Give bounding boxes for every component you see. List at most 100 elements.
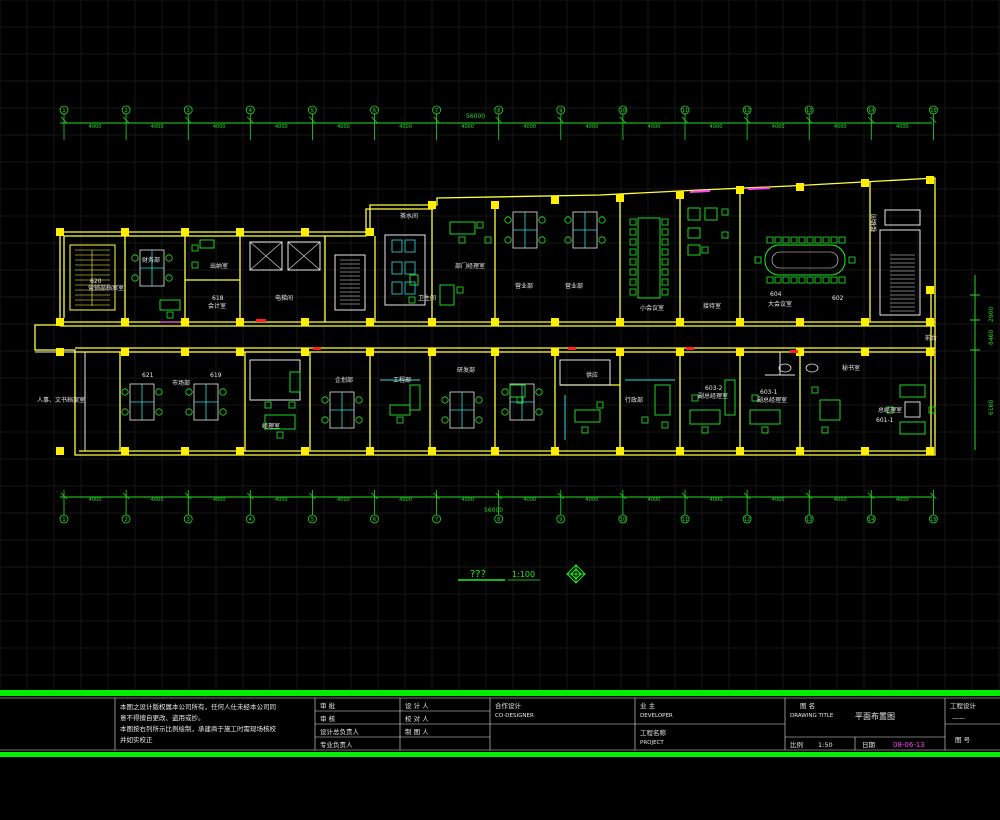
chair <box>822 236 830 244</box>
chair <box>761 426 769 434</box>
chair <box>264 401 272 409</box>
column <box>428 348 436 356</box>
dim-segment: 4000 <box>337 497 350 503</box>
dim-tick <box>247 116 254 124</box>
background-grid <box>0 0 1000 690</box>
dim-segment: 4000 <box>896 497 909 503</box>
axis-label: 13 <box>806 108 812 114</box>
chair <box>838 276 846 284</box>
chair <box>661 268 669 276</box>
column <box>56 348 64 356</box>
column <box>926 348 934 356</box>
chair <box>396 416 404 424</box>
chair <box>701 246 709 254</box>
column <box>796 348 804 356</box>
column <box>616 348 624 356</box>
label-restroom: 卫生间 <box>418 294 436 302</box>
workstation-cluster <box>501 383 543 421</box>
column <box>56 228 64 236</box>
axis-bubble <box>556 514 566 524</box>
structural-columns <box>56 176 934 455</box>
bottom-dim-total: 56000 <box>484 507 503 514</box>
label-604-name: 大会议室 <box>768 300 792 308</box>
note-line-3: 本图按右列所示比例绘制，承建商于施工时需现场核校 <box>120 724 277 733</box>
chair <box>806 236 814 244</box>
note-line-1: 本图之设计版权属本公司所有，任何人仕未经本公司同 <box>120 702 276 711</box>
chair <box>691 394 699 402</box>
axis-bubble <box>742 105 752 115</box>
accent-marks <box>160 187 798 353</box>
dim-segment: 4000 <box>461 497 474 503</box>
column <box>796 447 804 455</box>
dim-tick <box>681 492 689 500</box>
column <box>551 348 559 356</box>
column <box>861 179 869 187</box>
desk <box>724 379 736 416</box>
column <box>181 318 189 326</box>
tb-project-en: PROJECT <box>640 740 664 746</box>
column <box>491 318 499 326</box>
axis-bubble <box>680 105 690 115</box>
label-office-b: 营业部 <box>565 282 583 290</box>
label-621: 621 <box>142 372 154 379</box>
desk <box>687 227 701 239</box>
tb-owner-en: DEVELOPER <box>640 713 673 719</box>
axis-label: 2 <box>125 108 128 114</box>
chair <box>641 416 649 424</box>
axis-label: 15 <box>930 108 936 114</box>
axis-bubble <box>556 105 566 115</box>
label-603-1: 603-1 <box>760 389 778 396</box>
dim-tick <box>743 116 751 124</box>
dim-tick <box>309 116 316 124</box>
scale-value: 1:100 <box>512 570 535 579</box>
column <box>616 194 624 202</box>
axis-bubble <box>618 105 628 115</box>
dim-tick <box>309 492 316 500</box>
chair <box>838 236 846 244</box>
chair <box>661 238 669 246</box>
chair <box>790 276 798 284</box>
sofa <box>899 384 926 398</box>
interior-partitions <box>35 234 795 451</box>
label-620-name: 营销部档案室 <box>88 284 124 292</box>
label-supply: 供应 <box>586 371 598 379</box>
column <box>428 318 436 326</box>
chair <box>701 426 709 434</box>
dim-segment: 4000 <box>89 497 102 503</box>
label-621-name: 市场部 <box>172 379 190 387</box>
dim-tick <box>371 492 378 500</box>
dim-segment: 4000 <box>648 497 661 503</box>
chair <box>458 236 466 244</box>
desk <box>409 274 419 286</box>
column <box>861 348 869 356</box>
column <box>236 228 244 236</box>
column <box>551 318 559 326</box>
chair <box>166 311 174 319</box>
room-labels: 营销部档案室 620 财务部 618 会计室 出纳室 电梯间 茶水间 卫生间 部… <box>37 212 937 430</box>
label-elevator: 电梯间 <box>275 294 293 302</box>
workstation-cluster <box>121 383 163 421</box>
label-618: 618 <box>212 295 224 302</box>
dim-tick <box>619 492 627 500</box>
desk <box>439 284 455 306</box>
dim-tick <box>868 116 875 124</box>
axis-bubble <box>680 514 690 524</box>
desk <box>389 404 411 416</box>
dim-tick <box>184 492 192 500</box>
axis-label: 10 <box>620 108 626 114</box>
desk <box>289 371 301 393</box>
axis-label: 14 <box>868 517 874 523</box>
axis-label: 5 <box>311 108 314 114</box>
restroom-fixtures <box>391 239 819 373</box>
dim-tick <box>930 492 937 500</box>
label-hr: 人事、文书档案室 <box>37 396 85 404</box>
tb-stage-label: 工程设计 <box>950 701 977 710</box>
axis-label: 14 <box>868 108 874 114</box>
column <box>676 447 684 455</box>
desk <box>687 244 701 256</box>
coffee-table <box>904 401 921 418</box>
column <box>676 348 684 356</box>
label-meeting-small: 小会议室 <box>640 304 664 312</box>
dim-segment: 4000 <box>772 497 785 503</box>
dim-tick <box>495 492 502 500</box>
